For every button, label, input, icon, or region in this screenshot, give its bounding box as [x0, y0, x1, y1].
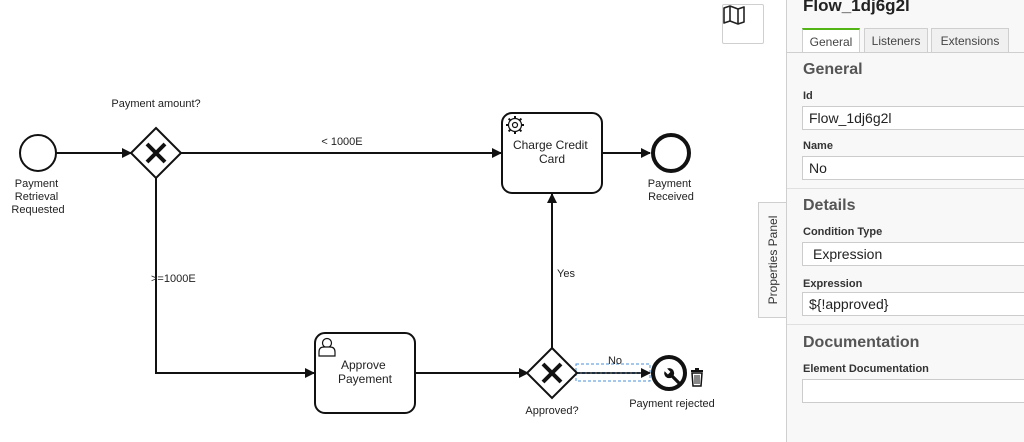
properties-panel-toggle-label: Properties Panel — [765, 215, 780, 305]
task-approve-payement[interactable] — [314, 332, 416, 414]
panel-title: Flow_1dj6g2l — [803, 0, 910, 15]
properties-panel-toggle[interactable]: Properties Panel — [758, 202, 786, 318]
flow-no-label: No — [608, 355, 622, 367]
end-event-payment-received-label: Payment Received — [648, 178, 694, 203]
gateway-payment-amount[interactable] — [129, 126, 183, 180]
group-documentation-title: Documentation — [803, 334, 920, 351]
element-documentation-label: Element Documentation — [803, 363, 929, 375]
start-event[interactable] — [19, 134, 57, 172]
group-general-title: General — [803, 61, 863, 78]
expression-field[interactable]: ${!approved} — [802, 292, 1024, 316]
task-charge-credit-card[interactable] — [501, 112, 603, 194]
end-event-payment-received[interactable] — [651, 133, 691, 173]
tab-extensions[interactable]: Extensions — [931, 28, 1009, 52]
task-approve-payement-label: Approve Payement — [338, 358, 393, 386]
element-documentation-field[interactable] — [802, 379, 1024, 403]
wrench-icon[interactable] — [661, 365, 684, 388]
group-details-title: Details — [803, 197, 856, 214]
flow-ge-1000-label: >=1000E — [151, 273, 196, 285]
flow-no-selected[interactable] — [575, 363, 651, 382]
start-event-label: Payment Retrieval Requested — [11, 178, 64, 216]
trash-icon[interactable] — [691, 368, 703, 387]
name-field[interactable]: No — [802, 156, 1024, 180]
group-separator — [787, 188, 1024, 189]
expression-label: Expression — [803, 278, 863, 290]
name-label: Name — [803, 140, 833, 152]
user-icon — [318, 337, 336, 357]
task-charge-credit-card-label: Charge Credit Card — [513, 138, 591, 166]
tab-divider — [787, 52, 1024, 53]
id-label: Id — [803, 90, 813, 102]
properties-panel: Flow_1dj6g2l General Listeners Extension… — [786, 0, 1024, 442]
map-icon — [723, 5, 745, 25]
tab-listeners[interactable]: Listeners — [864, 28, 928, 52]
end-event-payment-rejected-label: Payment rejected — [629, 398, 715, 410]
group-separator — [787, 324, 1024, 325]
bpmn-canvas[interactable]: Payment Retrieval Requested Payment amou… — [0, 0, 786, 442]
id-field[interactable]: Flow_1dj6g2l — [802, 106, 1024, 130]
gateway-payment-amount-label: Payment amount? — [111, 98, 200, 110]
gateway-approved-label: Approved? — [525, 405, 578, 417]
flow-lt-1000-label: < 1000E — [321, 136, 362, 148]
minimap-toggle-button[interactable] — [722, 4, 764, 44]
gear-icon — [506, 116, 524, 134]
flow-ge-1000[interactable] — [155, 177, 315, 378]
condition-type-select[interactable]: Expression — [802, 242, 1024, 266]
flow-yes-label: Yes — [557, 268, 575, 280]
gateway-approved[interactable] — [525, 346, 579, 400]
condition-type-label: Condition Type — [803, 226, 883, 238]
tab-general[interactable]: General — [802, 28, 860, 53]
